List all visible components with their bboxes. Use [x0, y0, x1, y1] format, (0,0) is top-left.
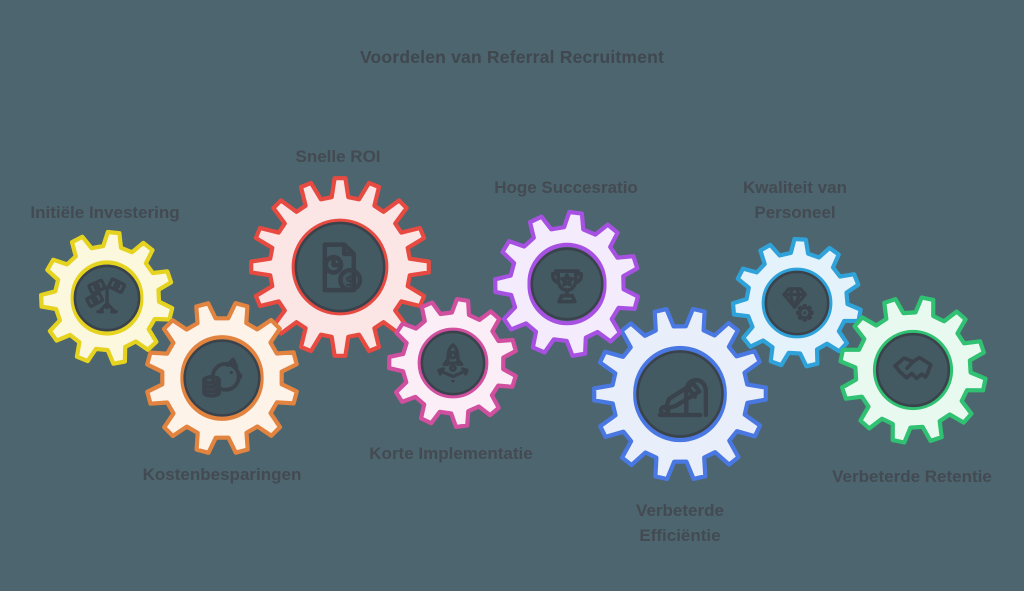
piggy-bank-savings-icon [202, 357, 243, 398]
svg-text:$: $ [345, 272, 356, 290]
page-title: Voordelen van Referral Recruitment [359, 47, 665, 67]
gear-snelle-roi: $ [249, 176, 431, 358]
money-tree-icon [85, 277, 127, 314]
handshake-icon [893, 355, 933, 381]
diamond-gear-icon [782, 287, 814, 322]
gear-label-kostenbesparingen: Kostenbesparingen [142, 465, 302, 484]
trophy-icon [550, 269, 583, 304]
gear-korte-implementatie [387, 297, 518, 429]
efficiency-writing-icon [657, 377, 709, 418]
gear-label-verbeterde-efficientie: Verbeterde Efficiëntie [636, 501, 724, 545]
rocket-launch-icon [437, 343, 469, 384]
gear-hoge-succesratio [493, 209, 640, 358]
gear-kwaliteit-van-personeel [730, 236, 863, 369]
gear-verbeterde-efficientie [592, 306, 768, 482]
gear-label-verbeterde-retentie: Verbeterde Retentie [832, 467, 992, 486]
gear-label-initiele-investering: Initiële Investering [30, 203, 180, 222]
gear-label-hoge-succesratio: Hoge Succesratio [494, 178, 638, 197]
gear-label-snelle-roi: Snelle ROI [295, 147, 381, 166]
roi-document-icon: $ [322, 242, 363, 293]
gear-initiele-investering [39, 229, 175, 366]
gear-verbeterde-retentie [838, 295, 988, 445]
gear-label-korte-implementatie: Korte Implementatie [369, 444, 533, 463]
gear-label-kwaliteit-van-personeel: Kwaliteit van Personeel [743, 178, 847, 222]
gear-kostenbesparingen [145, 301, 299, 455]
